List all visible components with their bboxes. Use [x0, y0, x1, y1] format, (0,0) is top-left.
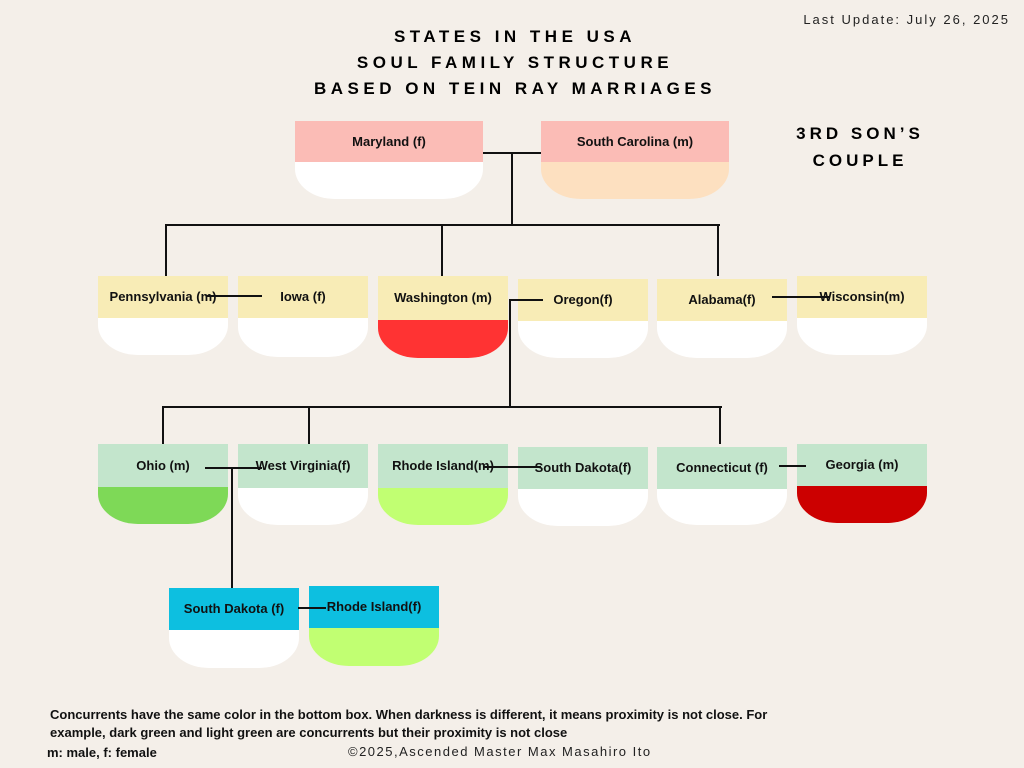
family-node: South Carolina (m): [541, 121, 729, 199]
family-node: Connecticut (f): [657, 447, 787, 525]
node-label: Connecticut (f): [657, 447, 787, 489]
node-label: Ohio (m): [98, 444, 228, 487]
node-color-box: [518, 321, 648, 358]
connector: [298, 607, 326, 609]
family-node: Georgia (m): [797, 444, 927, 523]
family-node: Ohio (m): [98, 444, 228, 524]
connector: [510, 299, 543, 301]
node-label: West Virginia(f): [238, 444, 368, 488]
node-label: Alabama(f): [657, 279, 787, 321]
connector: [231, 467, 233, 588]
connector: [511, 152, 513, 225]
node-color-box: [518, 489, 648, 526]
connector: [162, 406, 722, 408]
family-node: Iowa (f): [238, 276, 368, 357]
family-node: South Dakota(f): [518, 447, 648, 526]
node-label: South Dakota (f): [169, 588, 299, 630]
legend: m: male, f: female: [47, 745, 157, 760]
node-color-box: [797, 486, 927, 523]
node-label: Maryland (f): [295, 121, 483, 162]
copyright: ©2025,Ascended Master Max Masahiro Ito: [348, 744, 652, 759]
family-node: Washington (m): [378, 276, 508, 358]
family-node: Rhode Island(f): [309, 586, 439, 666]
connector: [509, 299, 511, 408]
connector: [165, 224, 167, 276]
diagram-title: STATES IN THE USA SOUL FAMILY STRUCTURE …: [250, 24, 780, 102]
connector: [207, 295, 262, 297]
node-label: Washington (m): [378, 276, 508, 320]
node-color-box: [295, 162, 483, 199]
connector: [719, 406, 721, 444]
section-label-line-1: 3RD SON’S: [796, 124, 924, 143]
node-label: Iowa (f): [238, 276, 368, 318]
footnote: Concurrents have the same color in the b…: [50, 707, 768, 740]
node-label: Pennsylvania (m): [98, 276, 228, 318]
title-line-3: BASED ON TEIN RAY MARRIAGES: [313, 79, 717, 98]
node-color-box: [238, 318, 368, 357]
connector: [483, 466, 541, 468]
title-line-2: SOUL FAMILY STRUCTURE: [356, 53, 674, 72]
title-line-1: STATES IN THE USA: [393, 27, 637, 46]
family-node: Maryland (f): [295, 121, 483, 199]
connector: [779, 465, 806, 467]
node-color-box: [797, 318, 927, 355]
node-color-box: [378, 488, 508, 525]
node-label: Rhode Island(f): [309, 586, 439, 628]
node-color-box: [98, 318, 228, 355]
connector: [717, 224, 719, 276]
family-node: Pennsylvania (m): [98, 276, 228, 355]
family-node: Wisconsin(m): [797, 276, 927, 355]
node-label: South Carolina (m): [541, 121, 729, 162]
connector: [772, 296, 830, 298]
node-color-box: [541, 162, 729, 199]
node-color-box: [378, 320, 508, 358]
node-color-box: [169, 630, 299, 668]
node-color-box: [657, 489, 787, 525]
connector: [205, 467, 262, 469]
node-label: South Dakota(f): [518, 447, 648, 489]
family-node: West Virginia(f): [238, 444, 368, 525]
node-color-box: [309, 628, 439, 666]
last-update: Last Update: July 26, 2025: [803, 12, 1010, 27]
connector: [308, 406, 310, 444]
node-color-box: [657, 321, 787, 358]
node-color-box: [238, 488, 368, 525]
family-node: South Dakota (f): [169, 588, 299, 668]
family-node: Alabama(f): [657, 279, 787, 358]
family-node: Oregon(f): [518, 279, 648, 358]
connector: [441, 224, 443, 276]
family-node: Rhode Island(m): [378, 444, 508, 525]
section-label: 3RD SON’S COUPLE: [770, 120, 950, 174]
node-color-box: [98, 487, 228, 524]
node-label: Georgia (m): [797, 444, 927, 486]
connector: [162, 406, 164, 444]
section-label-line-2: COUPLE: [812, 151, 908, 170]
